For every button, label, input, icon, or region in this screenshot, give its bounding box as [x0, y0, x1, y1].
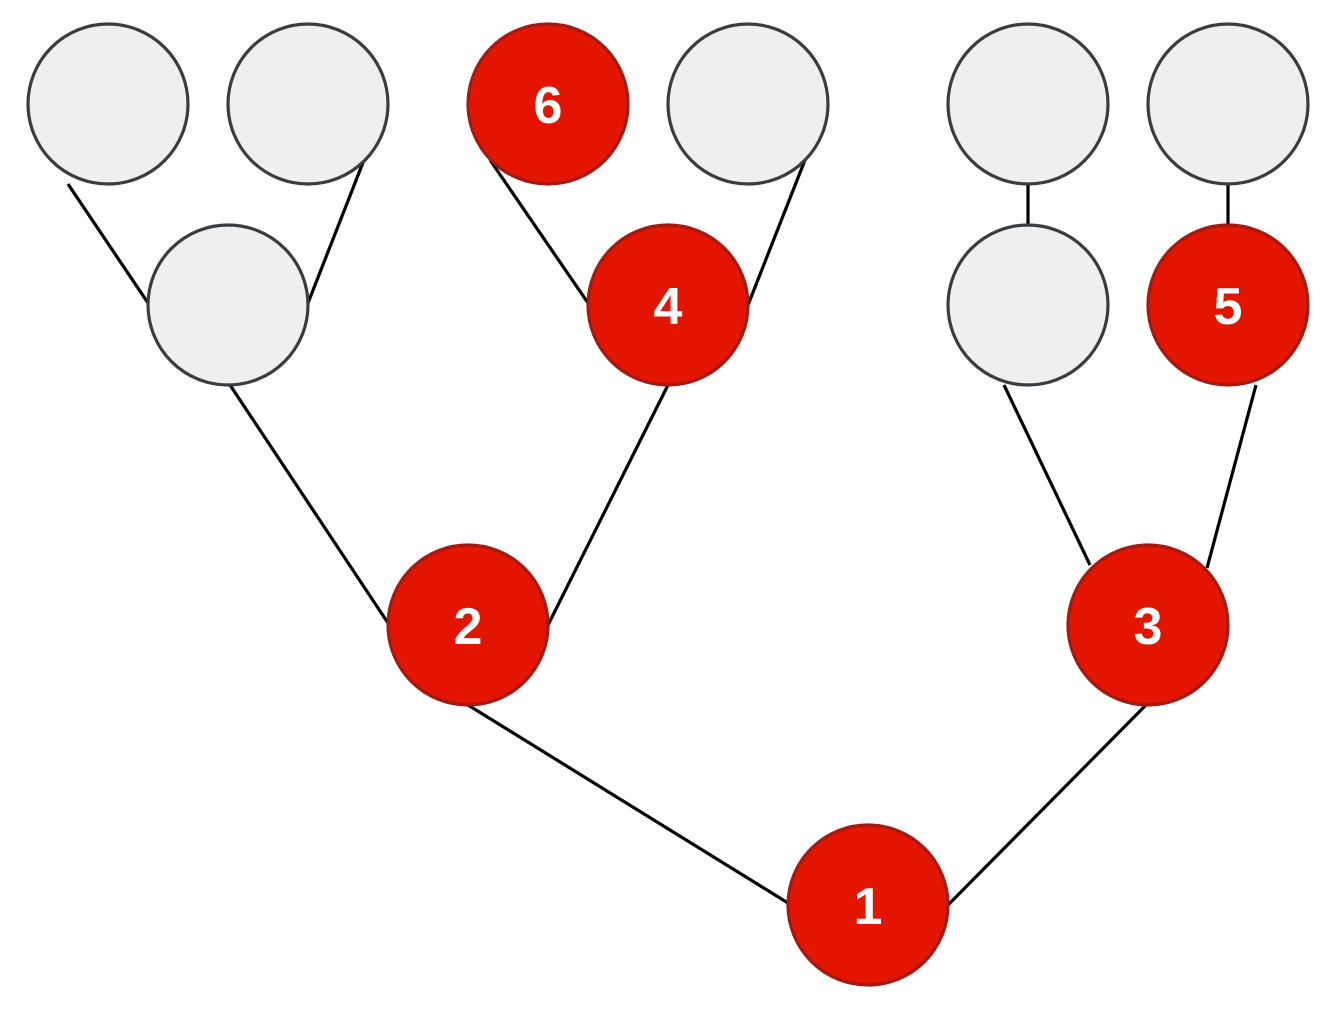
- nodes-layer: 1 2 3 4 5 6: [26, 22, 1310, 987]
- node-label-n4: 4: [654, 278, 683, 336]
- node-circle-n4: [586, 223, 750, 387]
- tree-node-n4: 4: [586, 223, 750, 387]
- node-circle-d1: [1146, 22, 1310, 186]
- tree-node-n1: 1: [786, 823, 950, 987]
- node-circle-n6: [466, 22, 630, 186]
- node-label-n2: 2: [454, 598, 483, 656]
- edge-n1-n3: [946, 703, 1148, 907]
- node-circle-c1: [946, 22, 1110, 186]
- tree-node-n2: 2: [386, 543, 550, 707]
- node-circle-c: [946, 223, 1110, 387]
- tree-node-c1: [946, 22, 1110, 186]
- node-circle-n3: [1066, 543, 1230, 707]
- edge-n4-n6: [488, 159, 590, 304]
- node-circle-a1: [26, 22, 190, 186]
- tree-node-b2: [666, 22, 830, 186]
- edge-a-a1: [66, 183, 150, 304]
- node-label-n6: 6: [534, 77, 563, 135]
- edges-layer: [66, 159, 1258, 907]
- tree-node-a1: [26, 22, 190, 186]
- node-label-n3: 3: [1134, 598, 1163, 656]
- edge-n1-n2: [467, 703, 789, 905]
- tree-node-n3: 3: [1066, 543, 1230, 707]
- tree-node-n5: 5: [1146, 223, 1310, 387]
- edge-n3-n5: [1205, 384, 1258, 569]
- node-label-n1: 1: [854, 878, 883, 936]
- tree-node-a2: [226, 22, 390, 186]
- tree-node-d1: [1146, 22, 1310, 186]
- node-circle-n1: [786, 823, 950, 987]
- edge-n4-b2: [746, 159, 807, 306]
- edge-n2-a: [228, 384, 390, 624]
- tree-node-n6: 6: [466, 22, 630, 186]
- node-circle-n2: [386, 543, 550, 707]
- edge-n2-n4: [546, 384, 670, 626]
- edge-n3-c: [1002, 384, 1092, 566]
- node-circle-a2: [226, 22, 390, 186]
- node-label-n5: 5: [1214, 278, 1243, 336]
- node-circle-n5: [1146, 223, 1310, 387]
- node-circle-b2: [666, 22, 830, 186]
- edge-a-a2: [306, 159, 366, 304]
- node-circle-a: [146, 223, 310, 387]
- tree-node-a: [146, 223, 310, 387]
- tree-node-c: [946, 223, 1110, 387]
